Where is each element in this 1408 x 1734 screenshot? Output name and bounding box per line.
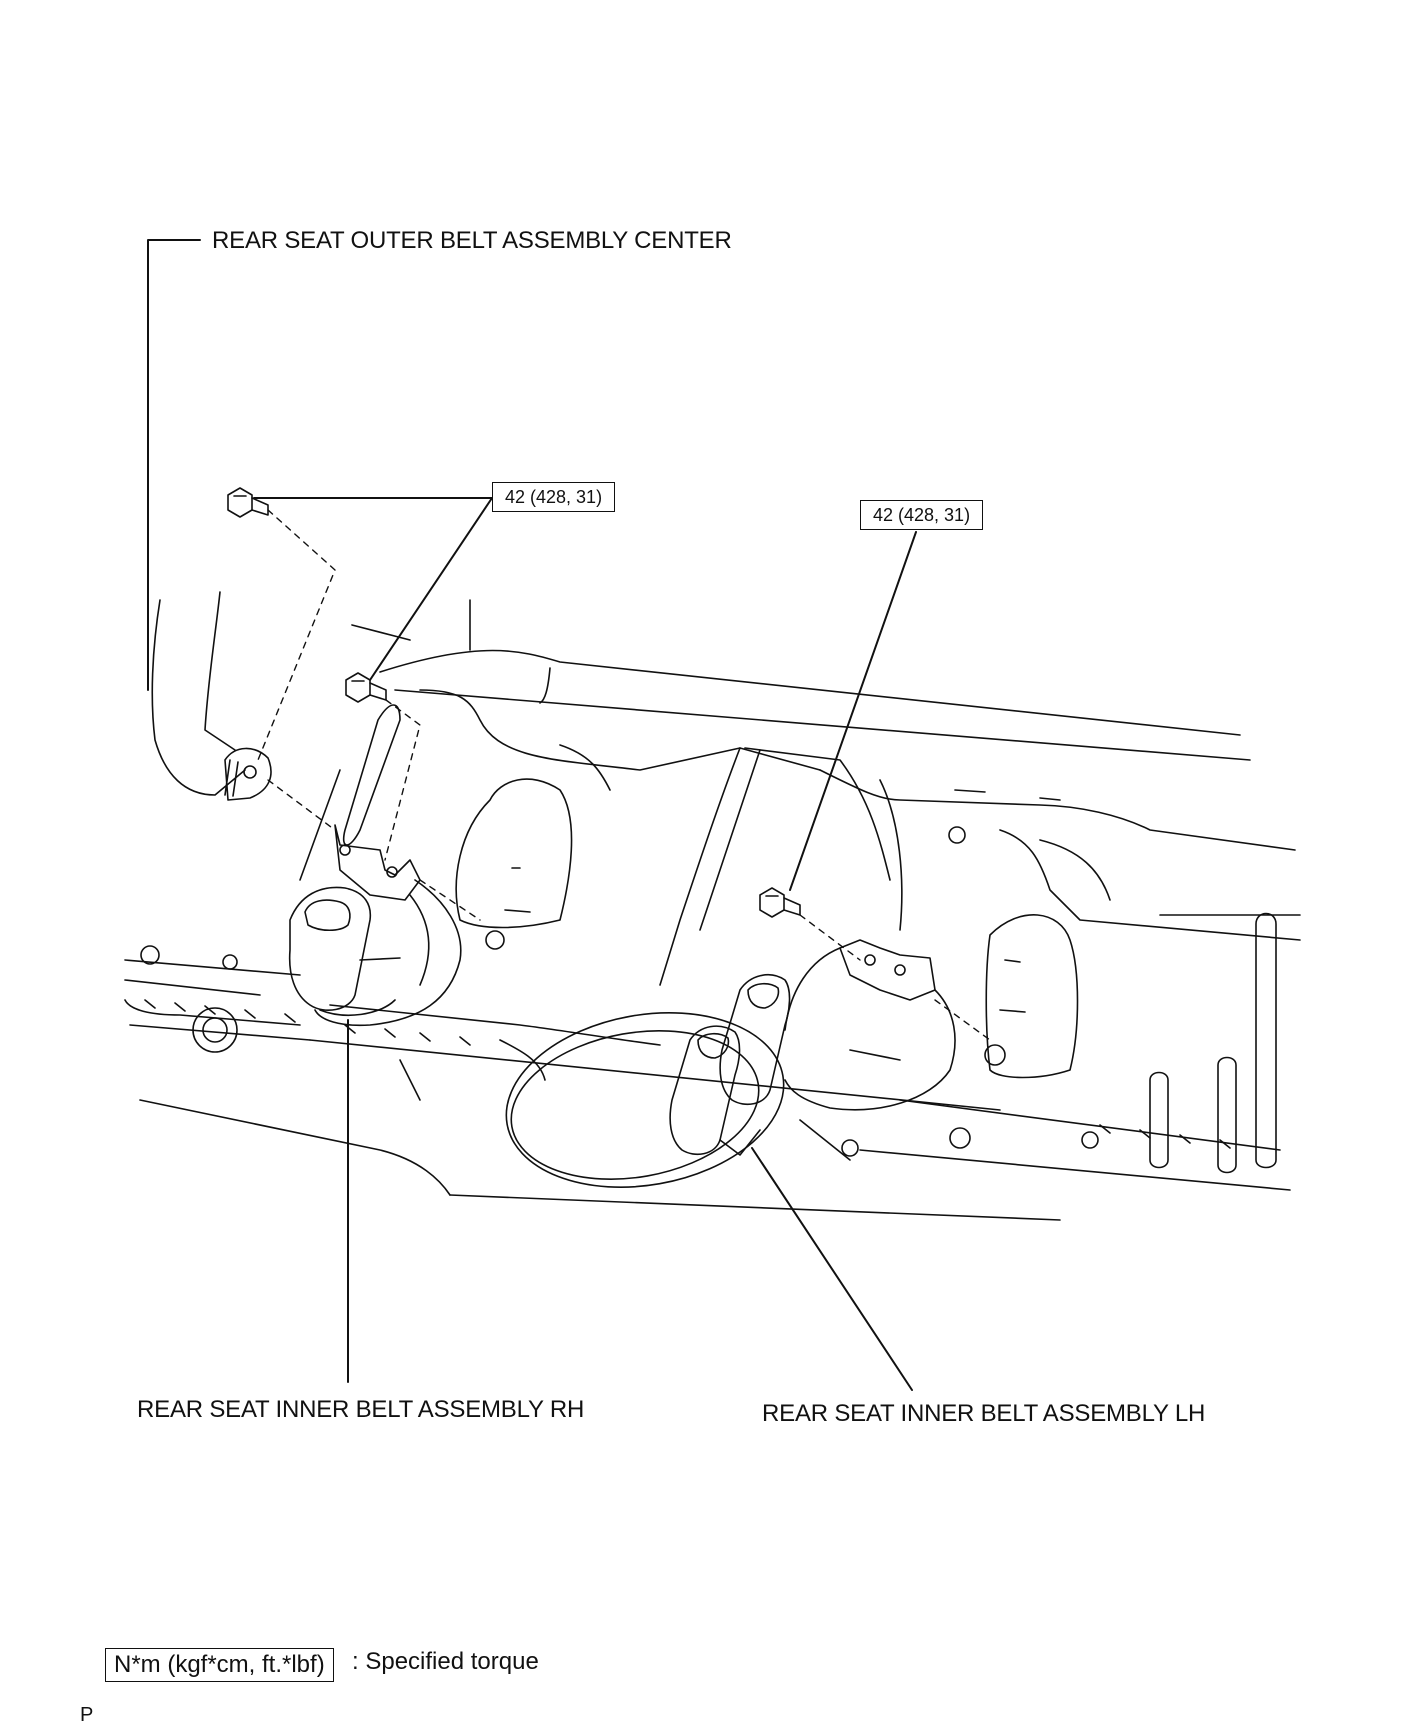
torque-callout-lh: 42 (428, 31) [860,500,984,530]
bolt-inner-lh [759,887,801,918]
label-inner-belt-lh: REAR SEAT INNER BELT ASSEMBLY LH [762,1400,1206,1427]
leader-lines [147,239,917,1391]
torque-legend-box: N*m (kgf*cm, ft.*lbf) [105,1648,334,1682]
label-outer-belt-center: REAR SEAT OUTER BELT ASSEMBLY CENTER [212,227,732,254]
floor-panel-outline [124,599,1301,1221]
bolt-outer-center [227,487,269,518]
outer-belt-center-part [151,591,272,801]
torque-callout-rh: 42 (428, 31) [492,482,616,512]
label-inner-belt-rh: REAR SEAT INNER BELT ASSEMBLY RH [137,1396,585,1423]
inner-belt-rh-part [288,824,462,1027]
inner-belt-lh-part [669,939,956,1156]
installation-guide-lines [257,509,991,1041]
bolt-inner-rh [345,672,387,703]
torque-legend-description: : Specified torque [352,1648,539,1675]
page-id: P [80,1704,94,1726]
